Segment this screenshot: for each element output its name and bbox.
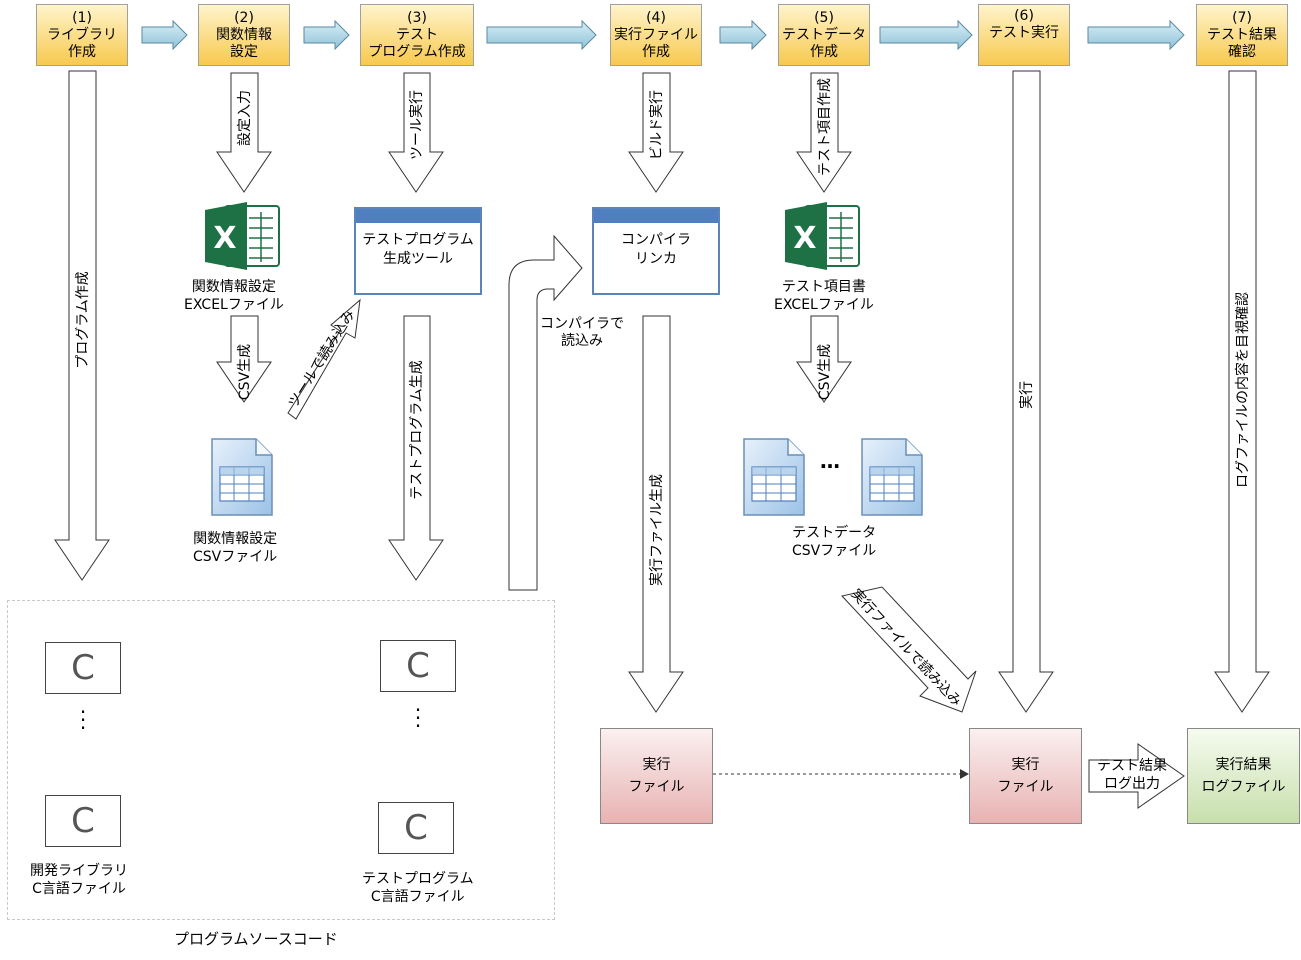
- step-number: (7): [1232, 9, 1252, 26]
- step-7-result-check: (7) テスト結果 確認: [1196, 4, 1288, 66]
- flow-arrow-2-3: [303, 19, 350, 51]
- step-4-executable: (4) 実行ファイル 作成: [610, 4, 702, 66]
- arrow-compiler-read: [508, 234, 583, 591]
- excel-icon: [204, 201, 280, 271]
- step-label: 関数情報: [216, 26, 272, 43]
- csv-file-icon: [211, 438, 273, 516]
- c-source-icon: C: [380, 640, 456, 692]
- flow-arrow-6-7: [1087, 19, 1185, 51]
- arrow-test-program-generate: [388, 315, 444, 581]
- excel-icon: [784, 201, 860, 271]
- func-csv-label: 関数情報設定 CSVファイル: [193, 531, 278, 565]
- source-group-label: プログラムソースコード: [174, 930, 338, 948]
- label-tool-execute: ツール実行: [409, 90, 425, 160]
- step-label: 作成: [68, 43, 96, 60]
- tool-title-bar: [594, 209, 718, 223]
- arrow-log-output: [1088, 743, 1185, 809]
- test-data-csv-label: テストデータ CSVファイル: [792, 525, 877, 559]
- c-source-icon: C: [378, 802, 454, 854]
- dev-library-label: 開発ライブラリ C言語ファイル: [30, 863, 128, 897]
- label-csv-generate-2: CSV生成: [817, 343, 833, 401]
- arrow-csv-generate-2: [796, 315, 852, 403]
- c-source-icon: C: [45, 642, 121, 694]
- tool-title-bar: [356, 209, 480, 223]
- label-test-item-create: テスト項目作成: [817, 78, 833, 176]
- step-label: 確認: [1228, 43, 1256, 60]
- exe-label: 実行 ファイル: [997, 757, 1054, 795]
- arrow-csv-generate-1: [216, 315, 272, 403]
- arrow-tool-execute: [388, 72, 444, 193]
- step-label: 設定: [230, 43, 258, 60]
- arrow-exe-generate: [628, 315, 684, 713]
- tool-label: コンパイラ リンカ: [621, 232, 691, 267]
- arrow-execute: [998, 70, 1054, 713]
- label-log-output: テスト結果 ログ出力: [1097, 758, 1167, 792]
- compiler-linker-tool: コンパイラ リンカ: [592, 207, 720, 295]
- step-3-test-program: (3) テスト プログラム作成: [360, 4, 474, 66]
- step-label: テスト結果: [1207, 26, 1277, 43]
- exe-label: 実行 ファイル: [628, 757, 685, 795]
- step-5-test-data: (5) テストデータ 作成: [778, 4, 870, 66]
- test-program-generator-tool: テストプログラム 生成ツール: [354, 207, 482, 295]
- c-source-icon: C: [45, 795, 121, 847]
- arrow-program-create: [54, 70, 110, 581]
- step-label: テスト実行: [989, 25, 1059, 41]
- arrow-build-execute: [628, 72, 684, 193]
- flow-arrow-3-4: [486, 19, 597, 51]
- step-number: (5): [814, 9, 834, 26]
- source-code-group: [7, 600, 555, 920]
- step-label: テスト: [396, 26, 438, 43]
- step-number: (6): [1014, 8, 1034, 24]
- csv-ellipsis: …: [820, 449, 840, 473]
- test-item-excel-label: テスト項目書 EXCELファイル: [774, 279, 874, 313]
- vertical-ellipsis: ···: [79, 700, 87, 740]
- label-csv-generate-1: CSV生成: [237, 343, 253, 401]
- vertical-ellipsis: ···: [414, 698, 422, 738]
- step-label: ライブラリ: [47, 26, 117, 43]
- step-label: プログラム作成: [368, 43, 466, 60]
- arrow-settings-input: [216, 72, 272, 193]
- label-execute: 実行: [1019, 381, 1035, 409]
- arrow-exe-read: [841, 586, 977, 713]
- step-number: (3): [407, 9, 427, 26]
- flow-arrow-1-2: [141, 19, 188, 51]
- step-6-test-run: (6) テスト実行: [978, 4, 1070, 66]
- label-settings-input: 設定入力: [237, 90, 253, 146]
- step-1-library: (1) ライブラリ 作成: [36, 4, 128, 66]
- log-label: 実行結果 ログファイル: [1201, 757, 1286, 795]
- label-test-program-generate: テストプログラム生成: [409, 360, 425, 500]
- func-excel-label: 関数情報設定 EXCELファイル: [184, 279, 284, 313]
- exe-copy-arrowhead: [960, 769, 969, 779]
- arrow-test-item-create: [796, 72, 852, 193]
- step-2-function-info: (2) 関数情報 設定: [198, 4, 290, 66]
- step-label: テストデータ: [782, 26, 866, 43]
- label-build-execute: ビルド実行: [649, 90, 665, 160]
- label-log-visual-check: ログファイルの内容を目視確認: [1235, 292, 1251, 488]
- step-number: (1): [72, 9, 92, 26]
- tool-label: テストプログラム 生成ツール: [362, 232, 474, 267]
- step-label: 実行ファイル: [614, 26, 698, 43]
- label-compiler-read: コンパイラで 読込み: [540, 316, 624, 349]
- step-label: 作成: [642, 43, 670, 60]
- step-number: (2): [234, 9, 254, 26]
- arrow-log-visual-check: [1214, 70, 1270, 713]
- executable-file-1: 実行 ファイル: [600, 728, 713, 824]
- arrow-tool-read: [287, 298, 361, 420]
- flow-arrow-5-6: [879, 19, 973, 51]
- flow-arrow-4-5: [719, 19, 767, 51]
- step-label: 作成: [810, 43, 838, 60]
- result-log-file: 実行結果 ログファイル: [1187, 728, 1300, 824]
- step-number: (4): [646, 9, 666, 26]
- csv-file-icon: [743, 438, 805, 516]
- executable-file-2: 実行 ファイル: [969, 728, 1082, 824]
- label-program-create: プログラム作成: [75, 271, 91, 369]
- label-exe-generate: 実行ファイル生成: [649, 474, 665, 586]
- csv-file-icon: [861, 438, 923, 516]
- test-program-label: テストプログラム C言語ファイル: [362, 871, 474, 905]
